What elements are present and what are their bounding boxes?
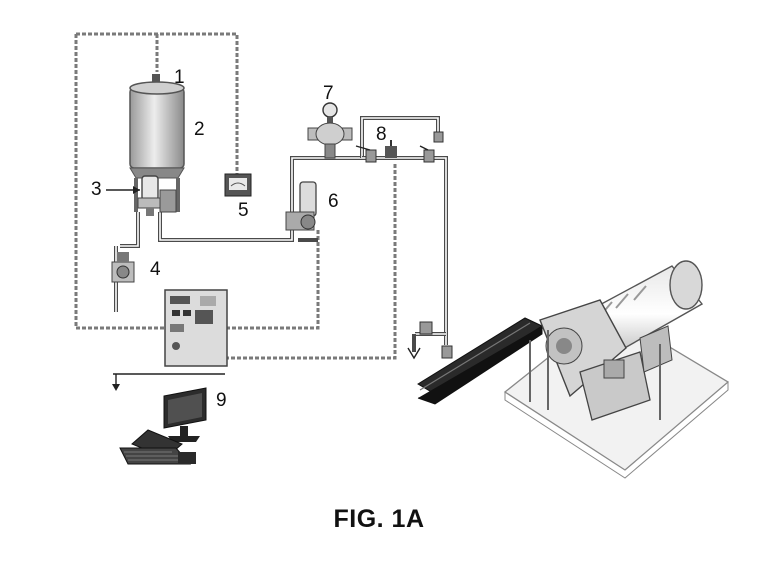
metering-unit	[106, 175, 177, 216]
control-cabinet	[112, 289, 228, 391]
valve-4	[111, 252, 135, 283]
storage-tank	[129, 74, 185, 212]
label-9: 9	[216, 390, 227, 411]
label-3: 3	[91, 179, 102, 200]
label-6: 6	[328, 191, 339, 212]
display-panel	[224, 173, 252, 197]
label-2: 2	[194, 119, 205, 140]
label-4: 4	[150, 259, 161, 280]
rotary-dryer-machine	[503, 260, 730, 479]
computer-workstation	[119, 387, 207, 465]
label-1: 1	[174, 67, 185, 88]
pump-unit	[285, 181, 317, 231]
figure-caption: FIG. 1A	[333, 505, 425, 533]
label-8: 8	[376, 124, 387, 145]
valve-group-8	[355, 131, 453, 359]
pressure-valve	[307, 102, 353, 159]
label-7: 7	[323, 83, 334, 104]
label-5: 5	[238, 200, 249, 221]
